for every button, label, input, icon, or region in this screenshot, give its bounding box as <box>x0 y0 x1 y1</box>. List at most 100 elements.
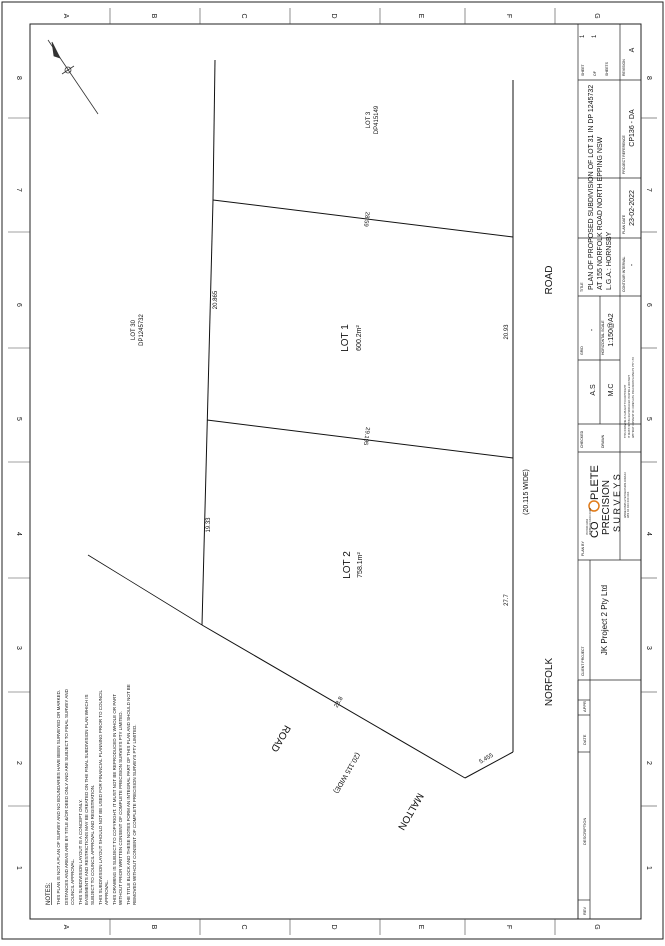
grid-letters-bottom: A B C D E F G <box>62 924 600 929</box>
grid-letter: C <box>240 13 247 18</box>
grid-letter: B <box>150 925 157 930</box>
grid-letter: G <box>593 924 600 929</box>
note-line: COUNCIL APPROVAL. <box>70 859 75 905</box>
road-label: ROAD <box>268 723 292 754</box>
rev-header: REV <box>582 906 587 915</box>
drawn-label: DRAWN <box>601 434 605 448</box>
grid-numbers-left: 8 7 6 5 4 3 2 1 <box>15 76 22 870</box>
sheet-value: 1 <box>580 34 586 38</box>
company-logo-part: PLETE <box>589 465 601 500</box>
grid-letter: G <box>593 13 600 18</box>
note-line: SUBJECT TO COUNCIL APPROVAL AND REGISTRA… <box>90 785 95 905</box>
revision-label: REVISION <box>622 59 626 76</box>
title-line: L.G.A.: HORNSBY <box>606 231 613 290</box>
grid-number: 4 <box>15 532 22 536</box>
notes-block: NOTES: THIS PLAN IS NOT A PLAN OF SURVEY… <box>46 684 137 905</box>
malton-width-label: (20.115 WIDE) <box>332 751 361 794</box>
note-line: THIS PLAN IS NOT A PLAN OF SURVEY AND NO… <box>56 690 61 905</box>
company-logo-part: PRECISION <box>601 480 612 535</box>
client-name: JK Project 2 Pty Ltd <box>600 585 609 655</box>
north-arrow-icon <box>47 39 99 115</box>
dimensions: 28.59 20.865 20.93 29.195 19.33 27.7 28.… <box>206 211 510 765</box>
road-frontage-line <box>87 554 203 626</box>
lot30-dp: DP1245732 <box>139 313 145 345</box>
plan-date-label: PLAN DATE <box>622 214 626 234</box>
title-line: AT 155 NORFOLK ROAD NORTH EPPING NSW <box>597 136 604 290</box>
contour-label: CONTOUR INTERVAL <box>622 257 626 292</box>
logo-mark-icon <box>588 500 600 512</box>
lot1-area: 600.2m² <box>356 324 363 350</box>
dimension-label: 20.865 <box>213 290 219 309</box>
lot3-name: LOT 3 <box>366 111 372 128</box>
drawn-value: M.C <box>608 384 615 397</box>
company-logo-part: S U R V E Y S <box>612 474 622 532</box>
lot3-dp: DP415149 <box>374 105 380 134</box>
grid-number: 4 <box>645 532 652 536</box>
grid-number: 2 <box>645 761 652 765</box>
lot2-area: 758.1m² <box>357 551 364 577</box>
notes-heading: NOTES: <box>46 882 52 905</box>
title-line: PLAN OF PROPOSED SUBDIVISION OF LOT 31 I… <box>588 85 595 290</box>
grid-number: 1 <box>645 866 652 870</box>
lot1-name: LOT 1 <box>340 324 351 352</box>
plan-by-label: PLAN BY <box>581 541 585 556</box>
checked-label: CHECKED <box>580 430 584 448</box>
grid-number: 7 <box>645 188 652 192</box>
project-label: PROJECT REFERENCE <box>622 135 626 174</box>
inner-border <box>29 23 642 920</box>
note-line: EASEMENTS AND RESTRICTIONS MAY BE CREATE… <box>84 694 89 905</box>
dimension-label: 20.93 <box>504 324 510 340</box>
grid-number: 3 <box>645 646 652 650</box>
note-line: THIS SUBDIVISION LAYOUT IS A CONCEPT ONL… <box>78 799 83 905</box>
company-small-text: ABN XX XXX XXX XXX <box>627 491 630 518</box>
revision-value: A <box>629 47 636 52</box>
revision-table: REV DESCRIPTION DATE APPR <box>582 701 587 915</box>
note-line: APPROVAL. <box>104 880 109 905</box>
road-label: ROAD <box>544 266 555 295</box>
grid-letter: F <box>505 14 512 18</box>
grid-letter: A <box>62 14 69 19</box>
grid-number: 5 <box>15 417 22 421</box>
dimension-label: 28.8 <box>334 695 345 709</box>
grid-numbers-right: 8 7 6 5 4 3 2 1 <box>645 76 652 870</box>
grid-letter: B <box>150 14 157 19</box>
title-label: TITLE <box>580 282 584 292</box>
grid-number: 6 <box>645 303 652 307</box>
dimension-label: 27.7 <box>504 594 510 606</box>
grid-letter: D <box>330 924 337 929</box>
grid-number: 5 <box>645 417 652 421</box>
grid-number: 2 <box>15 761 22 765</box>
grid-label: GRID <box>580 346 584 355</box>
copyright-line: THIS DRAWING IS SUBJECT TO COPYRIGHT <box>624 384 627 438</box>
company-logo: CO PLETE PRECISION S U R V E Y S PO BOX … <box>586 465 630 538</box>
grid-number: 7 <box>15 188 22 192</box>
grid-number: 8 <box>15 76 22 80</box>
norfolk-label: NORFOLK <box>544 658 555 707</box>
grid-number: 8 <box>645 76 652 80</box>
project-value: CP136 - DA <box>629 109 636 147</box>
grid-letter: E <box>417 14 424 19</box>
norfolk-width-label: (20.115 WIDE) <box>523 469 530 515</box>
title-block-frame <box>577 24 641 919</box>
company-small-text: PO BOX 1234 <box>586 519 589 535</box>
malton-label: MALTON <box>395 791 425 832</box>
sheet-info: SHEET 1 OF 1 SHEETS REVISION A <box>580 34 636 76</box>
note-line: DISTANCES AND AREAS ARE BY TITLE &/OR DE… <box>64 688 69 905</box>
note-line: REMOVED WITHOUT CONSENT OF COMPLETE PREC… <box>132 725 137 905</box>
of-label: OF <box>593 71 597 76</box>
dimension-label: 28.59 <box>362 211 370 227</box>
lot30-name: LOT 30 <box>131 319 137 340</box>
grid-letter: F <box>505 925 512 929</box>
description-header: DESCRIPTION <box>582 818 587 845</box>
note-line: THE TITLE BLOCK AND THESE NOTES FORM AN … <box>126 684 131 905</box>
grid-number: 1 <box>15 866 22 870</box>
grid-letter: D <box>330 13 337 18</box>
grid-letters-top: A B C D E F G <box>62 13 600 18</box>
checked-drawn: CHECKED A.S DRAWN M.C THIS DRAWING IS SU… <box>580 357 635 448</box>
grid-letter: C <box>240 924 247 929</box>
copyright-line: WITHOUT CONSENT OF COMPLETE PRECISION SU… <box>632 357 635 438</box>
grid-letter: E <box>417 925 424 930</box>
company-logo-part: CO <box>589 521 601 538</box>
